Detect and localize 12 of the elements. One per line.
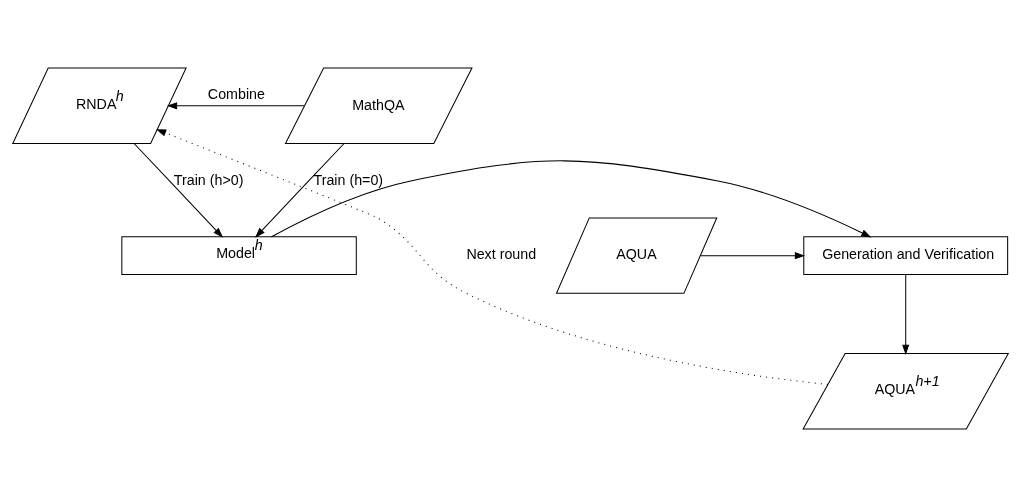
- arrow: [133, 143, 224, 238]
- arrow: [271, 160, 872, 238]
- arrow: [699, 252, 806, 260]
- arrow: [902, 274, 910, 355]
- arrow: [255, 143, 345, 238]
- edge-label: Train (h>0): [173, 171, 244, 188]
- arrow: [156, 129, 829, 385]
- edge-label: Combine: [207, 85, 265, 102]
- edge-label: Train (h=0): [313, 171, 384, 188]
- arrow: [166, 102, 305, 110]
- node-box: Generation and Verification: [803, 236, 1009, 275]
- edge-label: Next round: [466, 246, 537, 263]
